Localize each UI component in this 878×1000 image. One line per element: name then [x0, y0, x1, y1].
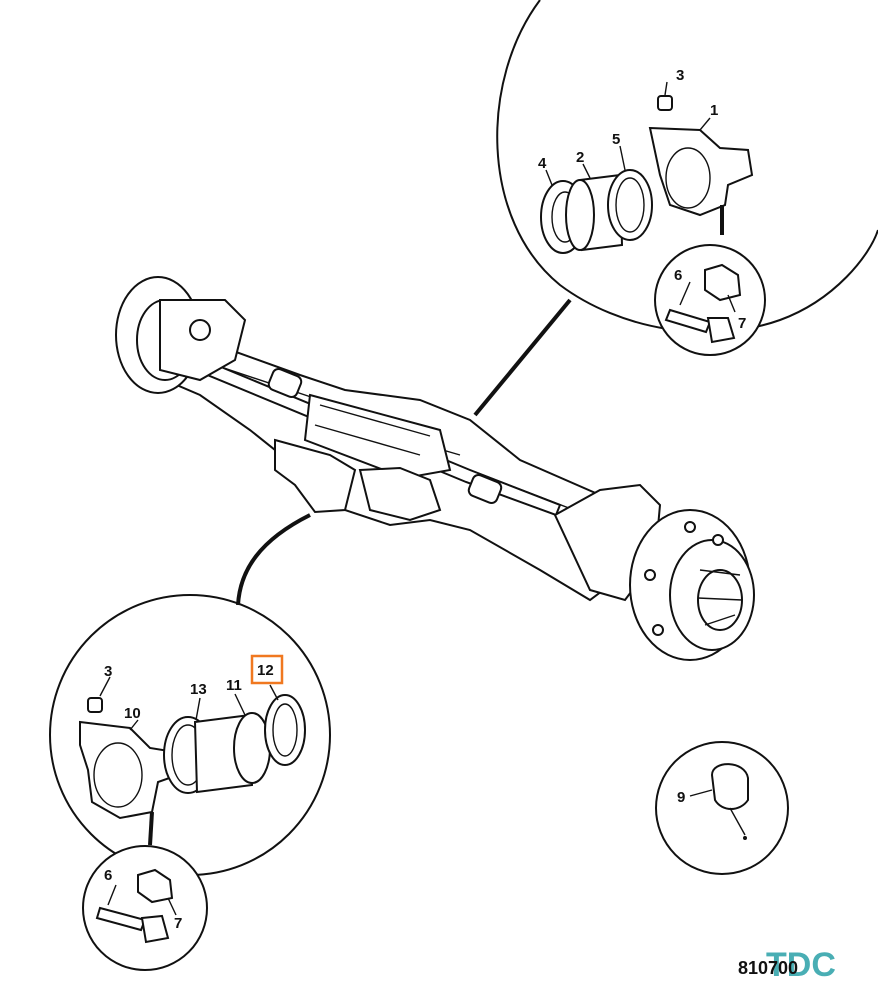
bolt-part-6-lower — [95, 906, 147, 932]
callout-bottom-10: 10 — [124, 705, 141, 722]
callout-12-highlight — [250, 654, 284, 685]
bracket-part-1 — [648, 126, 754, 217]
callout-top-1: 1 — [710, 102, 718, 119]
grease-fitting-detail: 9 — [655, 741, 789, 875]
callout-bottom-7: 7 — [174, 915, 182, 932]
top-detail-view: 4 2 5 3 1 6 7 — [473, 0, 878, 417]
bolt-detail-circle-top — [654, 244, 766, 356]
bottom-detail-view: 3 10 13 11 12 6 7 — [49, 513, 331, 971]
callout-part-9: 9 — [677, 789, 685, 806]
callout-bottom-13: 13 — [190, 681, 207, 698]
callout-top-6: 6 — [674, 267, 682, 284]
callout-top-4: 4 — [538, 155, 547, 172]
callout-bottom-11: 11 — [226, 677, 242, 694]
bolt-part-6 — [664, 308, 712, 334]
ring-part-12 — [264, 694, 306, 766]
callout-top-5: 5 — [612, 131, 620, 148]
bracket-part-10 — [79, 720, 180, 820]
grease-fitting-part-9 — [710, 763, 749, 810]
nut-part-7-lower — [137, 868, 174, 904]
callout-top-3: 3 — [676, 67, 684, 84]
callout-bottom-6: 6 — [104, 867, 112, 884]
block-part-3-lower — [87, 697, 103, 713]
seal-part-5 — [607, 169, 653, 241]
figure-number: 810700 — [738, 958, 798, 978]
tdc-watermark: TDC — [766, 946, 836, 984]
callout-bottom-12: 12 — [257, 662, 274, 679]
callout-bottom-3: 3 — [104, 663, 112, 680]
bolt-detail-circle-bottom — [82, 845, 208, 971]
callout-top-2: 2 — [576, 149, 584, 166]
nut-part-7 — [704, 263, 742, 302]
callout-top-7: 7 — [738, 315, 746, 332]
front-axle-assembly — [115, 276, 755, 661]
block-part-3 — [657, 95, 673, 111]
